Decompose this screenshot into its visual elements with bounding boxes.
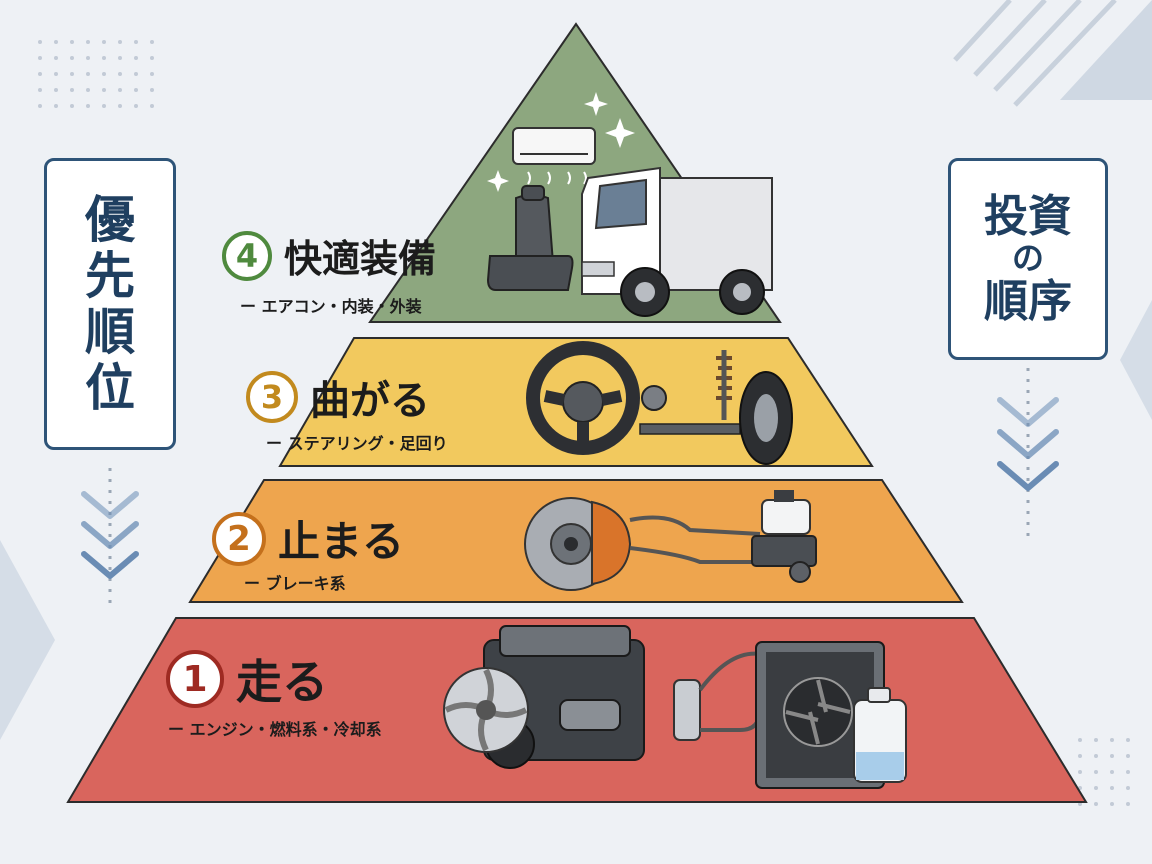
brake-disc-icon	[524, 497, 632, 591]
master-cylinder-icon	[751, 490, 817, 583]
car-seat-icon	[486, 185, 574, 291]
tier-1-title: 1 走る	[166, 646, 328, 712]
steering-wheel-icon	[526, 341, 640, 455]
sparkle-icon	[487, 92, 635, 192]
left-box-char: 順	[85, 303, 135, 361]
right-box-char-2: 資	[1028, 190, 1072, 242]
tier-3-title: 3 曲がる	[246, 368, 430, 426]
left-box-char: 位	[85, 359, 135, 417]
right-box-char-5: 序	[1028, 275, 1072, 327]
right-box-char: 順序	[984, 277, 1072, 326]
tier-2-subtitle: ー ブレーキ系	[244, 574, 346, 593]
tier-3-subtitle: ー ステアリング・足回り	[266, 434, 448, 453]
decor-band-top-right	[1060, 0, 1152, 100]
tier-2-number-badge: 2	[212, 511, 266, 566]
left-box-char: 優	[85, 191, 135, 249]
right-chevrons-icon	[997, 397, 1059, 491]
left-priority-box: 優 先 順 位	[44, 158, 176, 450]
tier-4-title: 4 快適装備	[222, 228, 436, 283]
right-box-char: 投資	[984, 192, 1072, 241]
tier-4-subtitle: ー エアコン・内装・外装	[240, 297, 422, 316]
decor-dots-top-left	[38, 40, 154, 108]
right-box-char-3: の	[1011, 239, 1044, 278]
tier-3-title-text: 曲がる	[310, 378, 430, 424]
decor-dots-bottom-right	[1078, 738, 1130, 806]
tier-4-title-text: 快適装備	[284, 237, 437, 281]
truck-icon	[581, 166, 773, 317]
tier-2-title-text: 止まる	[278, 517, 405, 566]
tier-1-title-text: 走る	[236, 655, 328, 709]
tier-4-number-badge: 4	[222, 230, 272, 281]
tier-1-subtitle: ー エンジン・燃料系・冷却系	[168, 720, 382, 739]
tier-3-number-badge: 3	[246, 371, 298, 423]
brake-line-icon	[629, 515, 761, 564]
tier-2-title: 2 止まる	[212, 508, 404, 569]
coolant-tank-icon	[853, 687, 907, 783]
air-conditioner-icon	[512, 127, 596, 185]
right-investment-box: 投資 の 順序	[948, 158, 1108, 360]
decor-triangle-right	[1120, 300, 1152, 420]
suspension-icon	[639, 350, 793, 465]
tier-1-number-badge: 1	[166, 650, 224, 708]
right-box-char-4: 順	[984, 275, 1028, 327]
left-box-char: 先	[85, 247, 135, 305]
decor-triangle-left	[0, 540, 55, 740]
left-chevrons-icon	[81, 491, 139, 579]
right-box-char-1: 投	[984, 190, 1028, 242]
cooling-fan-icon	[443, 667, 529, 753]
decor-stripes-top-right	[953, 0, 1117, 107]
